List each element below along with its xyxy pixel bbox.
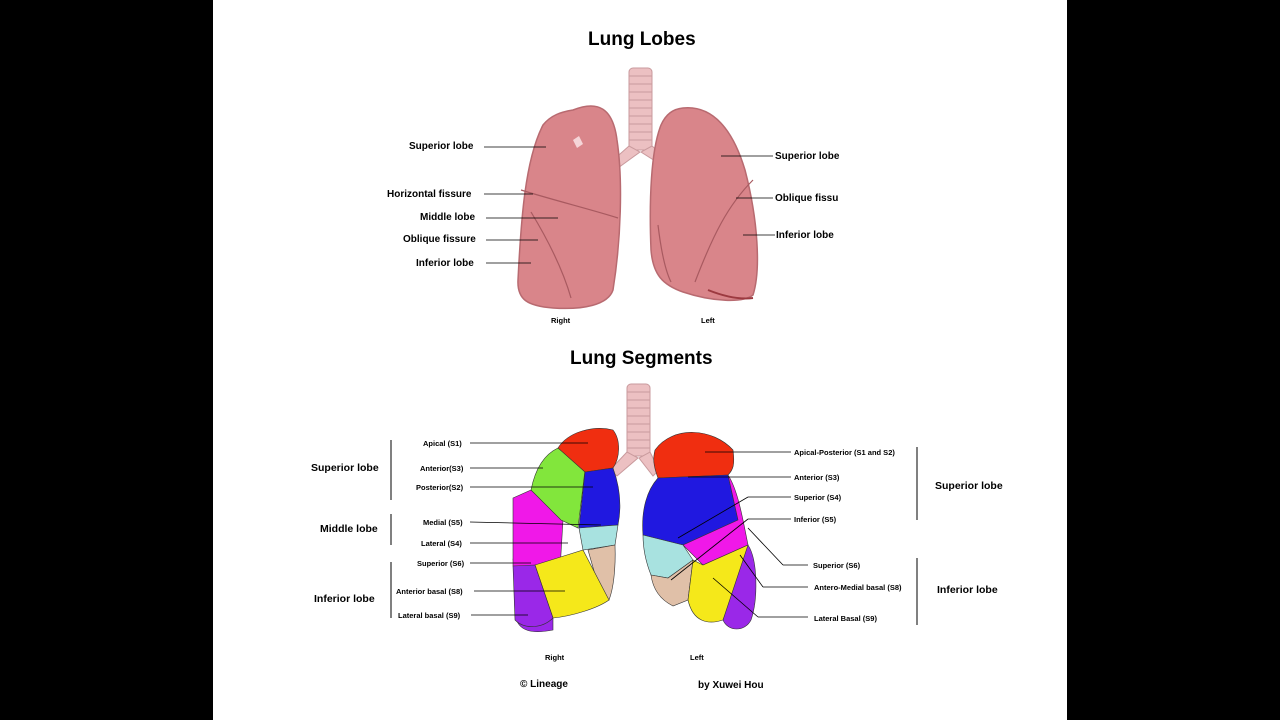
lobe-label-right-superior: Superior lobe <box>409 141 474 152</box>
lobes-right-lung <box>517 105 622 310</box>
seg-label-antero-medial-basal-s8: Antero-Medial basal (S8) <box>814 583 902 592</box>
seg-label-lateral-s4: Lateral (S4) <box>421 539 462 548</box>
seg-label-left-anterior-s3: Anterior (S3) <box>794 473 840 482</box>
group-left-inferior-lobe: Inferior lobe <box>937 584 998 596</box>
copyright-text: © Lineage <box>520 679 568 690</box>
lobe-label-horizontal-fissure: Horizontal fissure <box>387 189 472 200</box>
segments-side-right: Right <box>545 653 565 662</box>
lobe-label-left-oblique-fissure: Oblique fissu <box>775 193 839 204</box>
lobes-side-left: Left <box>701 316 715 325</box>
seg-label-anterior-basal-s8: Anterior basal (S8) <box>396 587 463 596</box>
lobe-label-left-superior: Superior lobe <box>775 151 840 162</box>
seg-label-left-lateral-basal-s9: Lateral Basal (S9) <box>814 614 877 623</box>
seg-label-superior-s6: Superior (S6) <box>417 559 465 568</box>
seg-label-posterior-s2: Posterior(S2) <box>416 483 464 492</box>
segments-left-lung <box>642 432 757 630</box>
lobes-title: Lung Lobes <box>588 29 696 50</box>
seg-label-anterior-s3: Anterior(S3) <box>420 464 464 473</box>
segments-leader-lines <box>469 442 808 618</box>
segments-right-lung <box>512 428 621 633</box>
seg-label-apical-posterior-s1-s2: Apical-Posterior (S1 and S2) <box>794 448 895 457</box>
seg-label-medial-s5: Medial (S5) <box>423 518 463 527</box>
lobes-left-lung <box>649 107 759 302</box>
group-right-inferior-lobe: Inferior lobe <box>314 593 375 605</box>
segments-side-left: Left <box>690 653 704 662</box>
seg-label-left-superior-s4: Superior (S4) <box>794 493 842 502</box>
lobes-leader-lines <box>484 146 775 264</box>
author-credit: by Xuwei Hou <box>698 680 764 691</box>
lung-illustrations <box>390 67 918 633</box>
seg-label-left-superior-s6: Superior (S6) <box>813 561 861 570</box>
lobe-label-right-oblique-fissure: Oblique fissure <box>403 234 476 245</box>
group-brackets <box>390 440 918 625</box>
lobe-label-right-inferior: Inferior lobe <box>416 258 474 269</box>
seg-label-lateral-basal-s9: Lateral basal (S9) <box>398 611 461 620</box>
lobe-label-left-inferior: Inferior lobe <box>776 230 834 241</box>
lobe-label-right-middle: Middle lobe <box>420 212 475 223</box>
group-left-superior-lobe: Superior lobe <box>935 480 1003 492</box>
segments-title: Lung Segments <box>570 348 713 369</box>
group-right-middle-lobe: Middle lobe <box>320 523 378 535</box>
segments-trachea <box>609 383 660 477</box>
diagram-canvas: Lung Lobes Lung Segments <box>213 0 1067 720</box>
group-right-superior-lobe: Superior lobe <box>311 462 379 474</box>
lobes-side-right: Right <box>551 316 571 325</box>
seg-label-apical-s1: Apical (S1) <box>423 439 462 448</box>
seg-label-left-inferior-s5: Inferior (S5) <box>794 515 837 524</box>
